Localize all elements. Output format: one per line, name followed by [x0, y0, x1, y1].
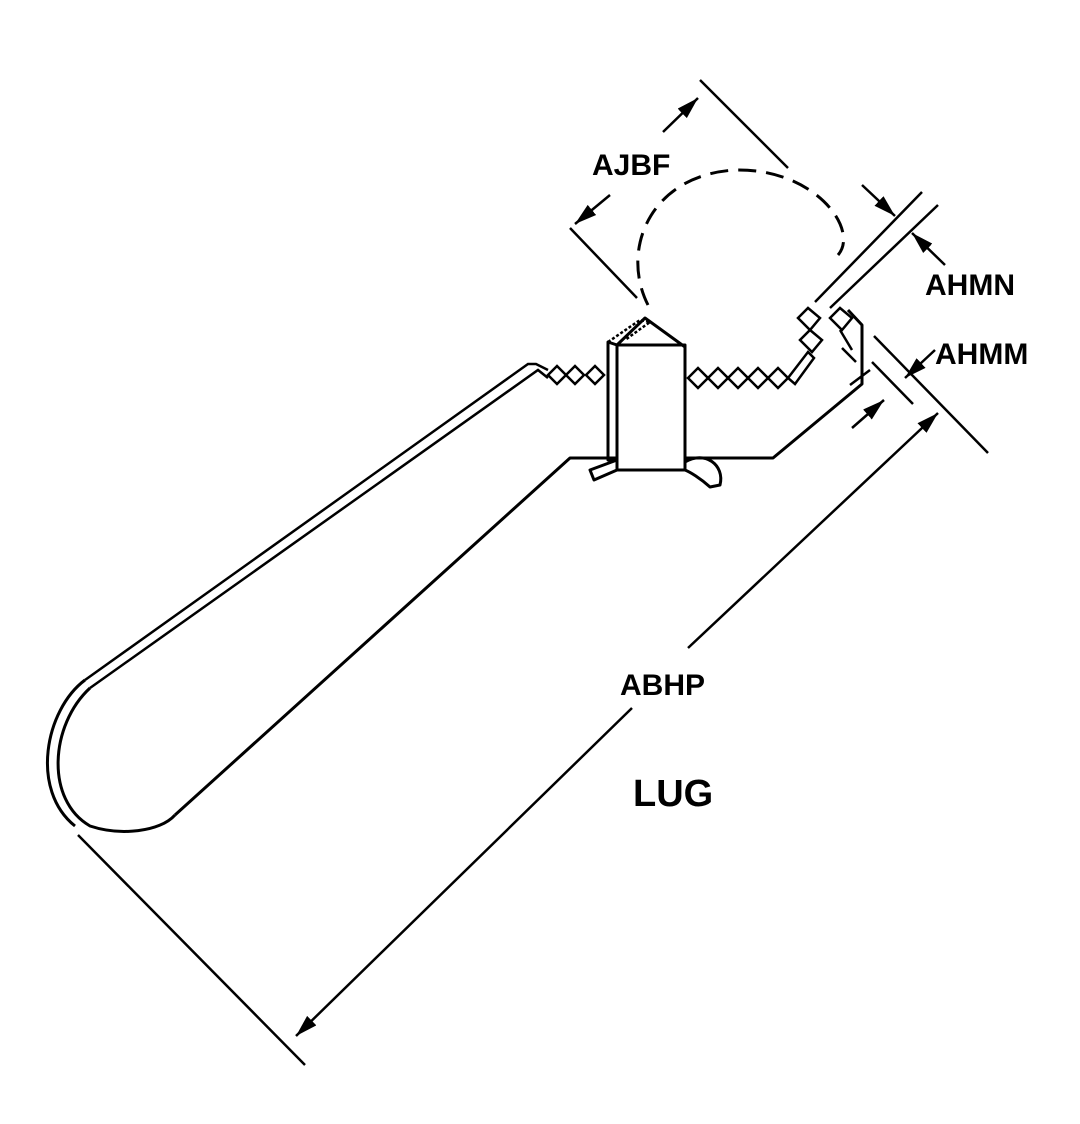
cable-outline-dashed	[636, 168, 845, 306]
label-abhp: ABHP	[620, 669, 705, 702]
label-ahmm: AHMM	[935, 338, 1028, 371]
lug-body	[45, 308, 864, 833]
dimension-ahmm	[849, 335, 989, 454]
part-title: LUG	[633, 773, 713, 815]
diamond-chain	[546, 306, 857, 390]
dimension-ajbf	[569, 79, 789, 299]
label-ajbf: AJBF	[592, 149, 670, 182]
label-ahmn: AHMN	[925, 269, 1015, 302]
dimension-ahmn	[814, 184, 946, 309]
rivet-block	[588, 316, 723, 489]
dimension-abhp	[77, 412, 939, 1066]
